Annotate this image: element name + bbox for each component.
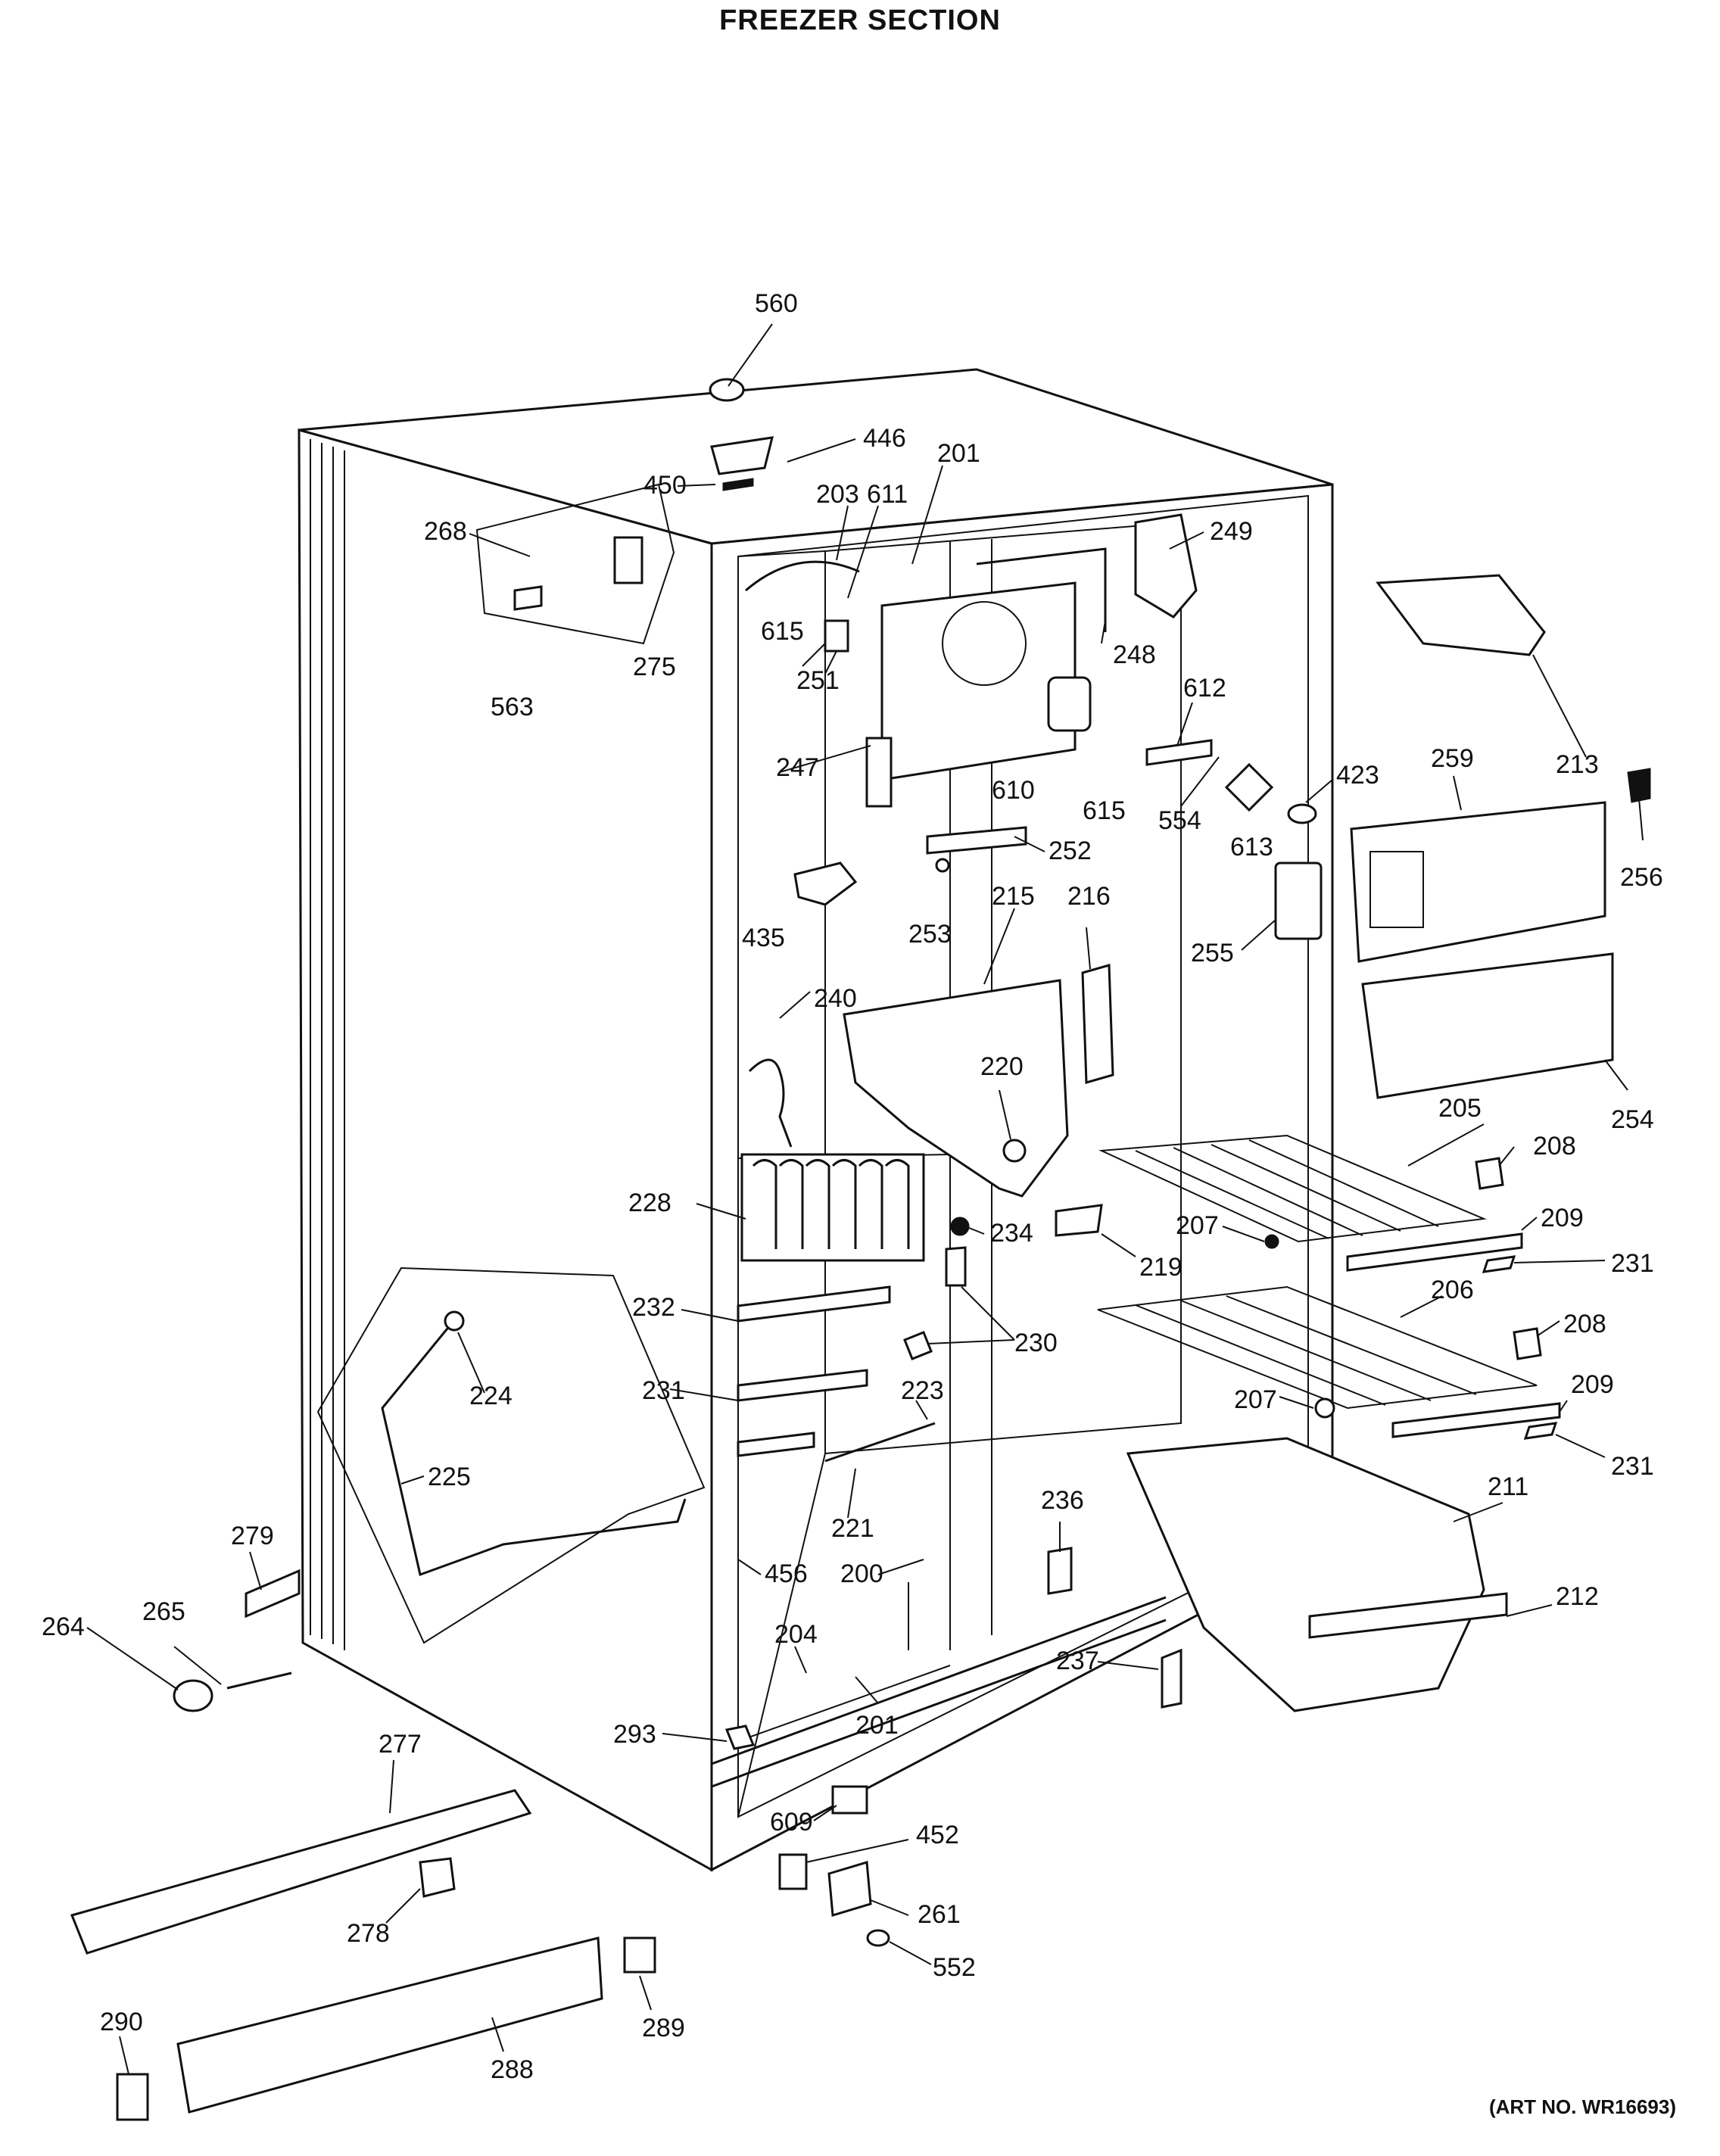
callout-247: 247 <box>776 753 819 782</box>
callout-277: 277 <box>379 1730 422 1759</box>
callout-240: 240 <box>814 984 857 1013</box>
shelf-206 <box>1097 1285 1538 1410</box>
cabinet-side <box>298 428 713 1872</box>
callout-208: 208 <box>1533 1132 1576 1161</box>
callout-221: 221 <box>831 1514 874 1543</box>
diagram-title: FREEZER SECTION <box>719 5 1001 36</box>
callout-228: 228 <box>628 1189 671 1217</box>
callout-219: 219 <box>1139 1253 1182 1282</box>
callout-609: 609 <box>770 1808 813 1837</box>
callout-615: 615 <box>1083 796 1126 825</box>
callout-232: 232 <box>632 1293 675 1322</box>
callout-225: 225 <box>428 1463 471 1491</box>
callout-446: 446 <box>863 424 906 453</box>
callout-563: 563 <box>491 693 534 721</box>
callout-231: 231 <box>642 1376 685 1405</box>
callout-209: 209 <box>1541 1204 1584 1232</box>
callout-288: 288 <box>491 2055 534 2084</box>
callout-251: 251 <box>796 666 840 695</box>
callout-236: 236 <box>1041 1486 1084 1515</box>
callout-252: 252 <box>1049 837 1092 865</box>
callout-206: 206 <box>1431 1276 1474 1304</box>
callout-208: 208 <box>1563 1310 1606 1338</box>
callout-612: 612 <box>1183 674 1226 703</box>
callout-613: 613 <box>1230 833 1273 861</box>
callout-615: 615 <box>761 617 804 646</box>
callout-268: 268 <box>424 517 467 546</box>
callout-552: 552 <box>933 1953 976 1982</box>
callout-256: 256 <box>1620 863 1663 892</box>
callout-279: 279 <box>231 1522 274 1550</box>
callout-212: 212 <box>1556 1582 1599 1611</box>
callout-200: 200 <box>840 1559 883 1588</box>
callout-203: 203 <box>816 480 859 509</box>
callout-215: 215 <box>992 882 1035 911</box>
callout-261: 261 <box>918 1900 961 1929</box>
callout-456: 456 <box>765 1559 808 1588</box>
components <box>70 378 1651 2121</box>
callout-211: 211 <box>1488 1472 1528 1501</box>
callout-224: 224 <box>469 1382 513 1410</box>
liner-back <box>824 521 1182 1455</box>
callout-423: 423 <box>1336 761 1379 790</box>
callout-610: 610 <box>992 776 1035 805</box>
callout-265: 265 <box>142 1597 185 1626</box>
leader-lines <box>86 323 1644 2075</box>
callout-248: 248 <box>1113 640 1156 669</box>
callout-201: 201 <box>855 1711 899 1740</box>
callout-204: 204 <box>774 1620 818 1649</box>
callout-289: 289 <box>642 2014 685 2042</box>
callout-275: 275 <box>633 653 676 681</box>
callout-209: 209 <box>1571 1370 1614 1399</box>
callout-207: 207 <box>1234 1385 1277 1414</box>
callout-560: 560 <box>755 289 798 318</box>
callout-223: 223 <box>901 1376 944 1405</box>
callout-213: 213 <box>1556 750 1599 779</box>
callout-231: 231 <box>1611 1249 1654 1278</box>
callout-labels: 560 446 450 201 203 611 249 268 275 563 … <box>42 289 1663 2084</box>
callout-278: 278 <box>347 1919 390 1948</box>
evaporator-coil <box>740 1153 925 1262</box>
callout-237: 237 <box>1056 1647 1099 1675</box>
callout-234: 234 <box>990 1219 1033 1248</box>
callout-435: 435 <box>742 924 785 952</box>
callout-554: 554 <box>1158 806 1201 835</box>
callout-220: 220 <box>980 1052 1024 1081</box>
callout-293: 293 <box>613 1720 656 1749</box>
callout-201: 201 <box>937 439 980 468</box>
callout-450: 450 <box>643 471 687 500</box>
callout-611: 611 <box>867 480 908 509</box>
callout-249: 249 <box>1210 517 1253 546</box>
callout-290: 290 <box>100 2008 143 2036</box>
callout-216: 216 <box>1067 882 1111 911</box>
callout-264: 264 <box>42 1612 85 1641</box>
callout-255: 255 <box>1191 939 1234 967</box>
callout-205: 205 <box>1438 1094 1482 1123</box>
callout-207: 207 <box>1176 1211 1219 1240</box>
callout-253: 253 <box>908 920 952 949</box>
callout-254: 254 <box>1611 1105 1654 1134</box>
shelf-205 <box>1098 1134 1487 1243</box>
callout-231: 231 <box>1611 1452 1654 1481</box>
callout-259: 259 <box>1431 744 1474 773</box>
callout-230: 230 <box>1014 1329 1058 1357</box>
callout-452: 452 <box>916 1821 959 1849</box>
art-number: (ART NO. WR16693) <box>1488 2095 1676 2118</box>
